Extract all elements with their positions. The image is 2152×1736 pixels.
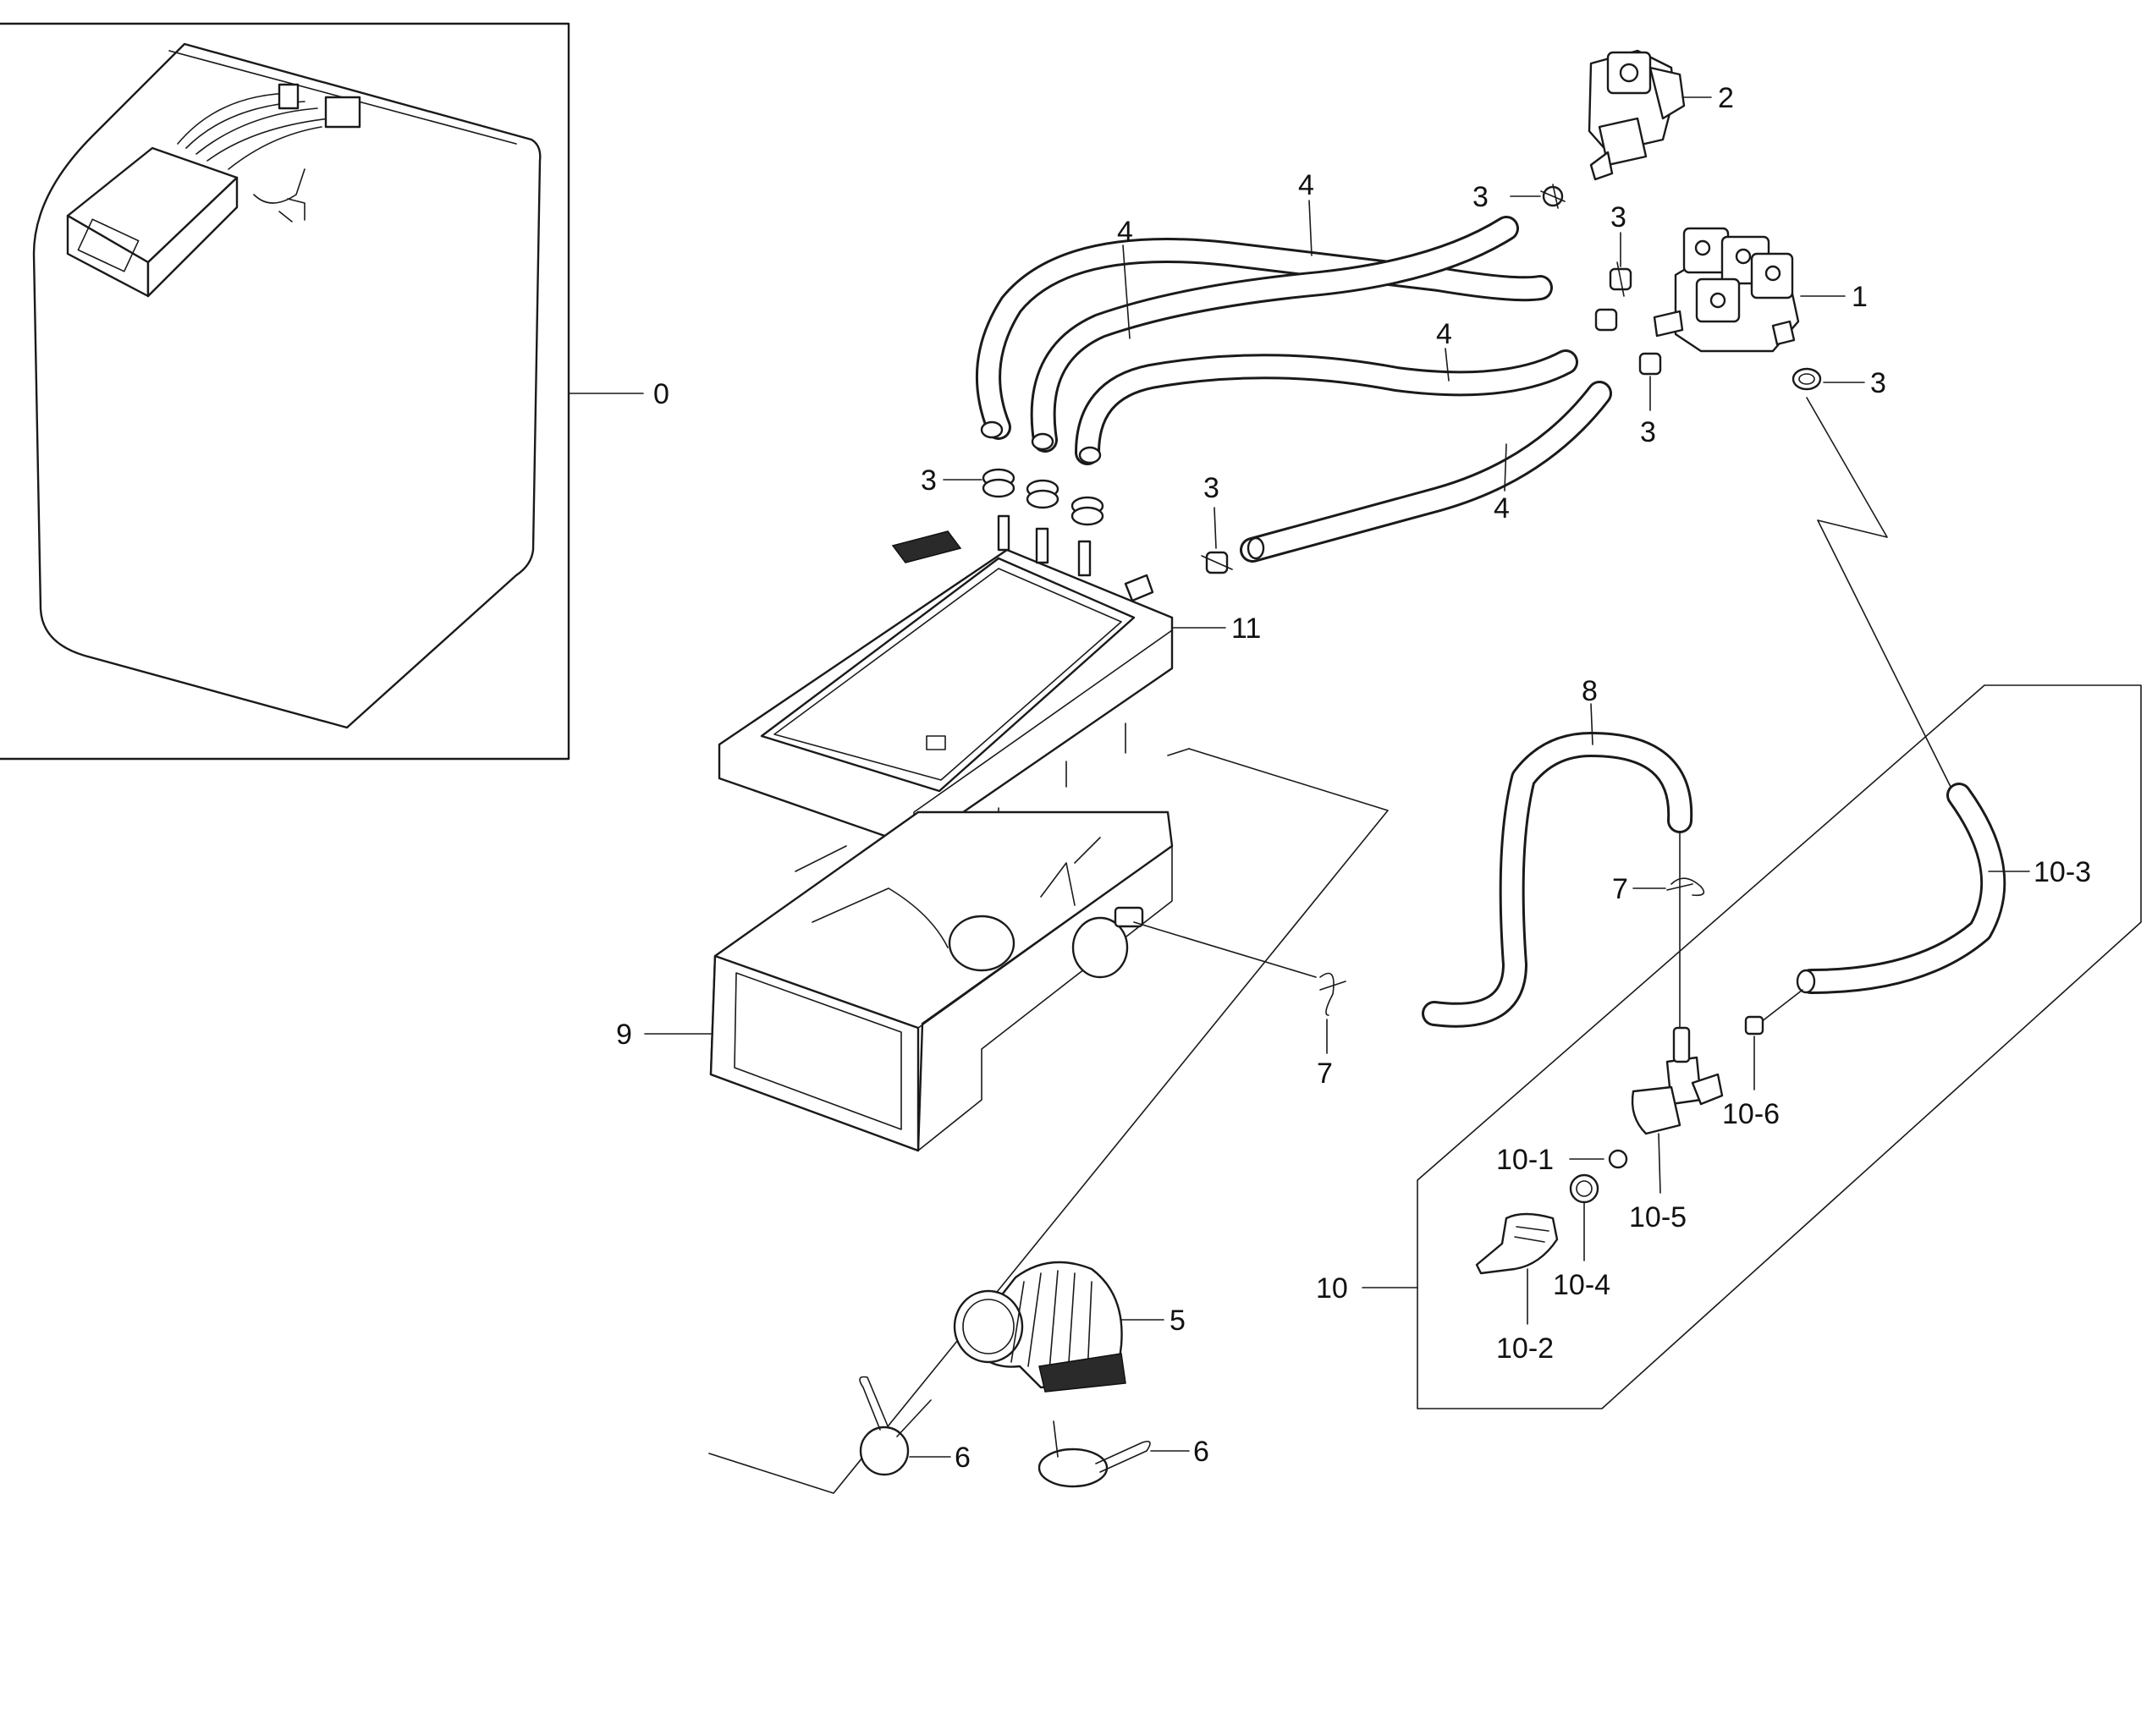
- label-2: 2: [1718, 82, 1734, 114]
- label-10-2: 10-2: [1496, 1332, 1554, 1365]
- label-3-a: 3: [1472, 181, 1489, 213]
- label-0: 0: [653, 378, 669, 410]
- label-1: 1: [1852, 281, 1868, 313]
- inlet-hoses: [976, 216, 1612, 563]
- dispenser-housing-cover: [718, 514, 1174, 872]
- label-6-a: 6: [955, 1442, 971, 1474]
- water-valve-2: [1588, 49, 1686, 181]
- label-7-a: 7: [1317, 1058, 1333, 1090]
- label-9: 9: [616, 1019, 632, 1051]
- label-4-a: 4: [1117, 216, 1133, 248]
- label-6-b: 6: [1193, 1436, 1209, 1468]
- label-10-4: 10-4: [1553, 1269, 1610, 1301]
- dispenser-housing: [709, 810, 1174, 1152]
- label-3-b: 3: [1610, 201, 1626, 233]
- label-4-b: 4: [1298, 169, 1314, 201]
- wire-clamps-6: [859, 1376, 1151, 1488]
- bellows-group: [708, 748, 1389, 1494]
- label-10-1: 10-1: [1496, 1144, 1554, 1176]
- overview-inset: [0, 22, 570, 761]
- label-3-c: 3: [1870, 367, 1886, 399]
- water-valve-1: [1653, 227, 1800, 353]
- label-4-c: 4: [1436, 318, 1452, 350]
- label-8: 8: [1582, 675, 1598, 707]
- label-10-5: 10-5: [1629, 1201, 1687, 1233]
- hose-10-3: [1796, 397, 2006, 994]
- label-10: 10: [1316, 1272, 1348, 1305]
- inlet-assembly-10: [1417, 684, 2142, 1409]
- label-10-3: 10-3: [2034, 856, 2091, 888]
- label-3-f: 3: [1203, 472, 1219, 504]
- label-3-d: 3: [1640, 416, 1656, 448]
- label-11: 11: [1231, 613, 1261, 645]
- label-10-6: 10-6: [1722, 1098, 1780, 1130]
- label-7-b: 7: [1612, 873, 1628, 905]
- label-3-e: 3: [921, 464, 937, 497]
- hose-8: [1133, 732, 1693, 1033]
- hose-clamps: [982, 184, 1822, 574]
- clamps-7: [1319, 877, 1705, 1016]
- label-5: 5: [1170, 1305, 1186, 1337]
- label-4-d: 4: [1494, 492, 1510, 525]
